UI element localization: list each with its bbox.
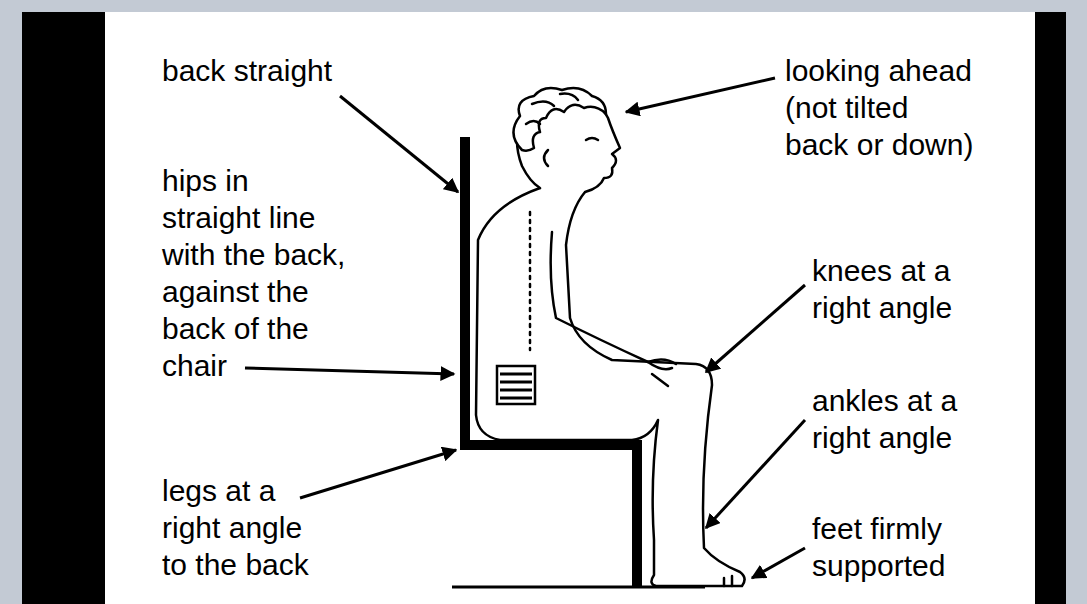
hair-curls <box>526 94 578 124</box>
white-panel <box>105 12 1035 604</box>
callout-label: ankles at a right angle <box>812 382 957 456</box>
leader-arrows <box>245 78 805 578</box>
hand <box>648 359 676 386</box>
callout-label: looking ahead (not tilted back or down) <box>785 52 973 163</box>
cushion-hatching <box>500 374 532 398</box>
leader-arrow <box>706 285 805 372</box>
callout-label: back straight <box>162 52 332 89</box>
callout-label: feet firmly supported <box>812 510 945 584</box>
arm <box>551 232 672 369</box>
eye <box>586 138 598 140</box>
child-figure <box>476 88 745 586</box>
spine <box>529 212 532 350</box>
callout-label: knees at a right angle <box>812 252 952 326</box>
leader-arrow <box>245 368 454 374</box>
body-outline <box>476 188 745 586</box>
leader-arrow <box>706 420 805 528</box>
lumbar-cushion <box>497 366 535 404</box>
callout-label: legs at a right angle to the back <box>162 472 309 583</box>
chair-back <box>460 137 470 450</box>
leader-arrow <box>300 450 456 498</box>
ear <box>544 150 548 166</box>
chair-seat <box>460 440 642 450</box>
hair <box>513 88 606 151</box>
toes <box>724 576 732 586</box>
leader-arrow <box>340 96 458 192</box>
callout-label: hips in straight line with the back, aga… <box>162 162 345 384</box>
black-frame <box>22 12 1066 604</box>
chair-leg <box>632 440 642 588</box>
leader-arrow <box>626 78 775 112</box>
leader-arrow <box>752 548 805 578</box>
